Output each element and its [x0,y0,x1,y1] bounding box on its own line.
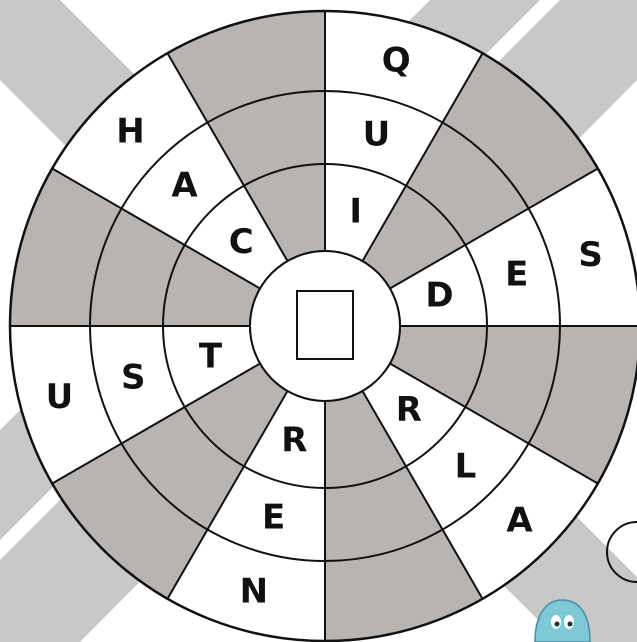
wheel-letter-t: T [199,337,223,377]
wheel-letter-u1: U [363,114,391,154]
wheel-letter-a1: A [506,501,533,541]
wheel-letter-s2: S [121,357,146,397]
wheel-letter-d: D [425,275,453,315]
wheel-letter-a2: A [171,166,198,206]
wheel-letter-e2: E [262,498,285,538]
wheel-letter-s1: S [578,235,603,275]
wheel-letter-l: L [455,446,477,486]
wheel-letter-i: I [349,192,362,232]
wheel-letter-u2: U [46,377,74,417]
wheel-letter-r1: R [396,390,422,430]
center-answer-box[interactable] [297,291,353,359]
wheel-letter-r2: R [281,421,307,461]
wheel-letter-h: H [116,112,144,152]
wheel-letter-c: C [229,222,254,262]
mascot-pupil [568,622,573,627]
wheel-letter-q: Q [382,40,411,80]
center-hub [250,251,400,401]
mascot-pupil [555,622,560,627]
wheel-letter-n: N [240,572,268,612]
wheel-letter-e1: E [505,255,528,295]
